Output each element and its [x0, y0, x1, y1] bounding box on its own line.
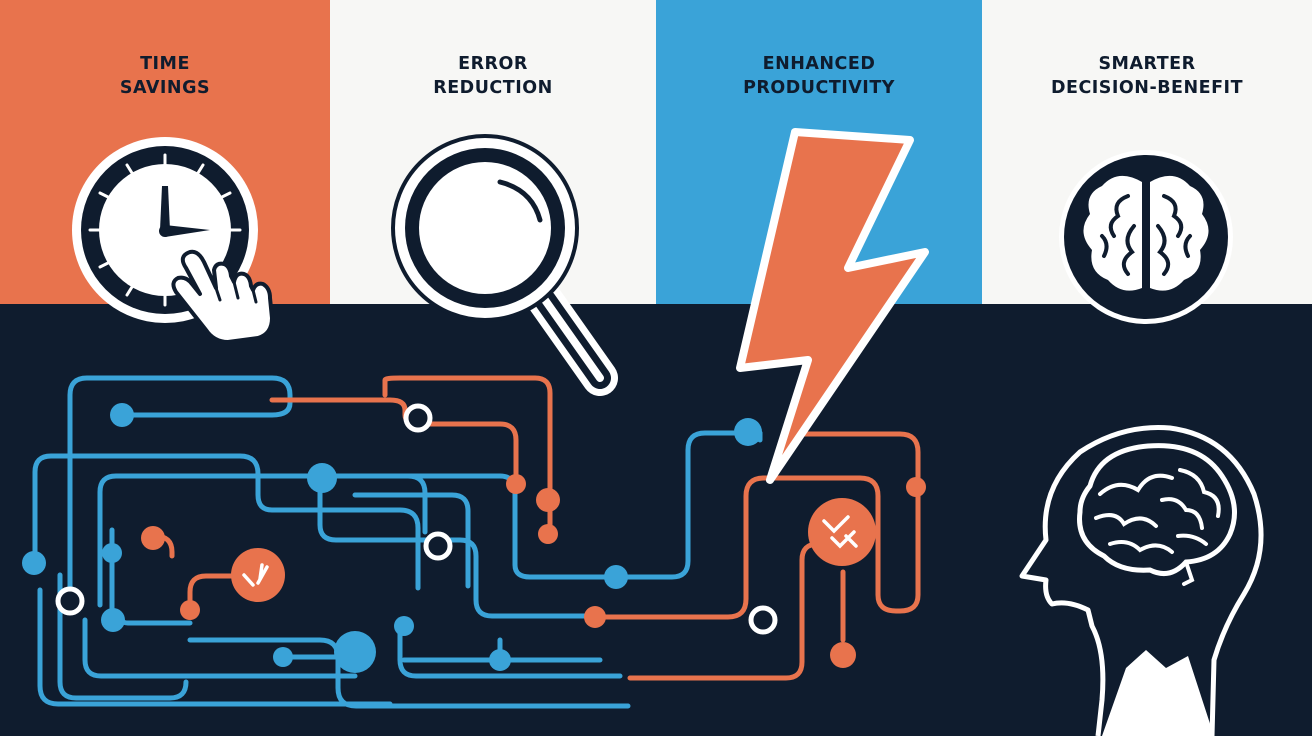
head-silhouette-icon	[1019, 425, 1264, 736]
label-line1: SMARTER	[1098, 54, 1196, 74]
label-line2: REDUCTION	[433, 78, 553, 98]
label-line2: SAVINGS	[119, 78, 211, 98]
panel-label: ENHANCED PRODUCTIVITY	[656, 52, 982, 100]
magnifier-icon	[391, 134, 618, 396]
panel-label: SMARTER DECISION-BENEFIT	[982, 52, 1312, 100]
circuit-nodes-blue	[22, 403, 762, 673]
hand-pointer-icon	[171, 249, 274, 344]
circuit-nodes-orange	[141, 474, 926, 668]
circuit-rings	[55, 403, 778, 635]
check-badge-icon	[808, 498, 876, 566]
circuit-traces-blue	[32, 375, 763, 709]
label-line1: ENHANCED	[762, 54, 876, 74]
check-badge-icon	[231, 548, 285, 602]
label-line1: TIME	[140, 54, 190, 74]
label-line2: PRODUCTIVITY	[743, 78, 895, 98]
label-line1: ERROR	[458, 54, 528, 74]
panel-label: TIME SAVINGS	[0, 52, 330, 100]
label-line2: DECISION-BENEFIT	[1050, 78, 1244, 98]
lightning-icon	[736, 128, 929, 484]
panel-label: ERROR REDUCTION	[330, 52, 656, 100]
brain-icon	[1059, 150, 1233, 324]
